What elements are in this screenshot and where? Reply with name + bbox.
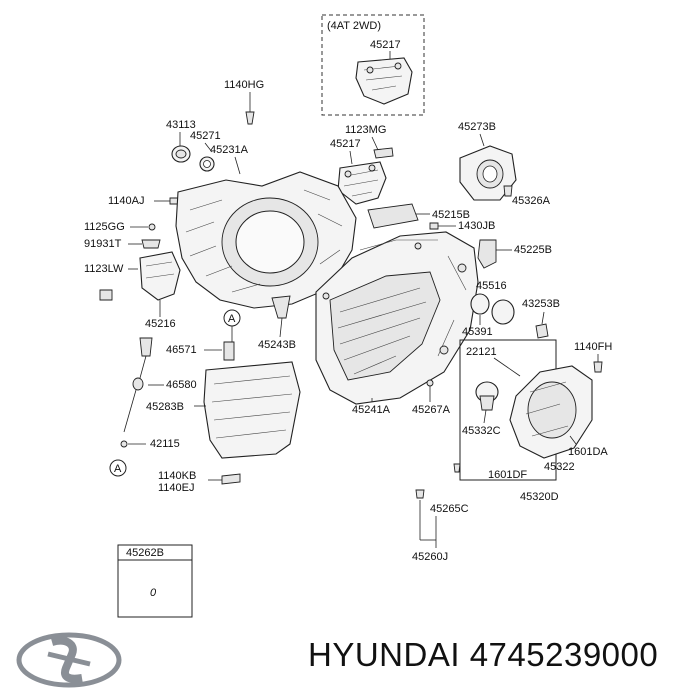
footer-brand-line: HYUNDAI 4745239000: [308, 636, 658, 674]
bracket-45216: [139, 251, 181, 301]
dipstick: [123, 337, 153, 433]
footer-part-number: 4745239000: [469, 636, 659, 673]
o-ring-45391: [470, 293, 490, 315]
footer-brand: HYUNDAI: [308, 636, 461, 673]
variant-box: [321, 14, 425, 116]
label-1123MG: 1123MG: [345, 124, 386, 136]
label-45231A: 45231A: [210, 144, 249, 156]
label-1140AJ: 1140AJ: [108, 195, 145, 207]
label-46580: 46580: [166, 379, 197, 391]
label-45265C: 45265C: [430, 503, 469, 515]
label-45273B: 45273B: [458, 121, 496, 133]
label-45217: 45217: [330, 138, 361, 150]
callout-a-bottom: [109, 459, 127, 477]
label-45260J: 45260J: [412, 551, 448, 563]
label-45267A: 45267A: [412, 404, 451, 416]
label-45243B: 45243B: [258, 339, 296, 351]
seal-45271: [199, 156, 215, 172]
bracket-45217: [337, 161, 387, 205]
plug-45332C: [475, 381, 499, 411]
label-45216: 45216: [145, 318, 176, 330]
label-1125GG: 1125GG: [84, 221, 125, 233]
label-1140HG: 1140HG: [224, 79, 264, 91]
label-1123LW: 1123LW: [84, 263, 124, 275]
label-1140KB: 1140KB: [158, 470, 196, 482]
label-45241A: 45241A: [352, 404, 391, 416]
label-1601DF: 1601DF: [488, 469, 527, 481]
label-42115: 42115: [150, 438, 180, 450]
label-1430JB: 1430JB: [458, 220, 495, 232]
label-43253B: 43253B: [522, 298, 560, 310]
label-1140FH: 1140FH: [574, 341, 612, 353]
label-45225B: 45225B: [514, 244, 552, 256]
callout-a-bottom-label: A: [114, 463, 122, 475]
inset-symbol: 0: [150, 587, 157, 599]
variant-box-title: (4AT 2WD): [327, 20, 381, 32]
hyundai-logo: [16, 632, 122, 688]
label-46571: 46571: [166, 344, 197, 356]
o-ring-45516: [491, 299, 515, 325]
bracket-45273B: [459, 145, 517, 201]
label-45391: 45391: [462, 326, 493, 338]
callout-a-top-label: A: [228, 313, 236, 325]
label-45215B: 45215B: [432, 209, 470, 221]
label-45271: 45271: [190, 130, 221, 142]
label-43113: 43113: [166, 119, 196, 131]
rear-cover: [509, 365, 593, 459]
variant-box-part: 45217: [370, 39, 401, 51]
label-45516: 45516: [476, 280, 507, 292]
inset-part: 45262B: [126, 547, 164, 559]
label-22121: 22121: [466, 346, 497, 358]
label-91931T: 91931T: [84, 238, 122, 250]
inset-box: [117, 544, 193, 618]
label-45283B: 45283B: [146, 401, 184, 413]
oil-pan: [203, 361, 301, 459]
label-1140EJ: 1140EJ: [158, 482, 195, 494]
label-1601DA: 1601DA: [568, 446, 608, 458]
converter-housing: [175, 171, 357, 309]
label-45326A: 45326A: [512, 195, 551, 207]
seal-43113: [171, 145, 191, 163]
transaxle-case: [315, 231, 479, 405]
label-45320D: 45320D: [520, 491, 559, 503]
label-45332C: 45332C: [462, 425, 501, 437]
bracket-45217-variant: [355, 57, 413, 105]
label-45322: 45322: [544, 461, 575, 473]
